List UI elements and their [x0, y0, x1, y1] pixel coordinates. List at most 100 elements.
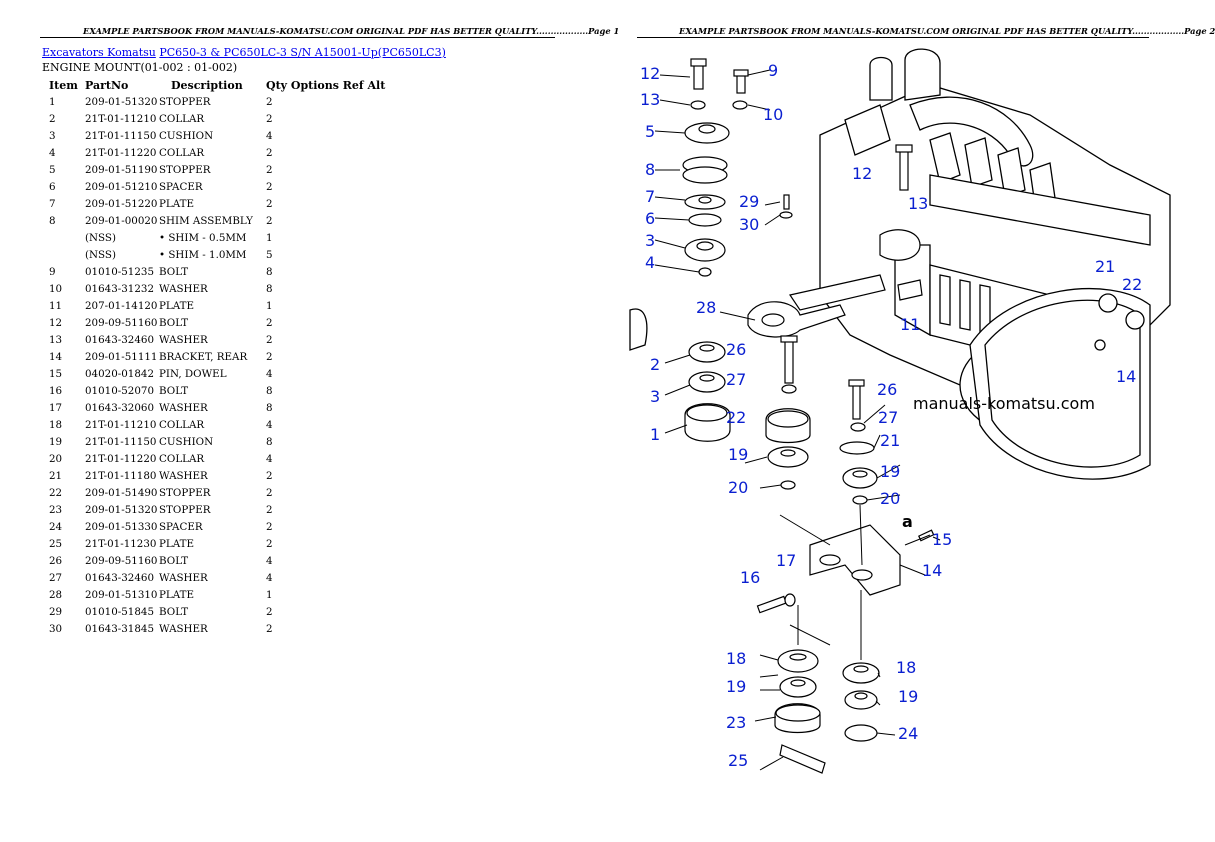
- callout-label: 12: [640, 64, 660, 83]
- cell-item: 17: [49, 401, 63, 414]
- cell-description: • SHIM - 0.5MM: [159, 231, 247, 244]
- callout-label: 3: [645, 231, 655, 250]
- cell-item: 4: [49, 146, 56, 159]
- callout-label: 13: [640, 90, 660, 109]
- callout-labels: 12 9 13 10 5 8 7 6 3 4 28 2 3 1 26 27 22…: [640, 61, 1142, 770]
- callout-label: 19: [726, 677, 746, 696]
- cell-partno: 209-01-51220: [85, 197, 158, 210]
- breadcrumb-link-model[interactable]: PC650-3 & PC650LC-3 S/N A15001-Up(PC650L…: [159, 46, 446, 59]
- column-header-item: Item: [49, 78, 78, 92]
- cell-description: CUSHION: [159, 129, 214, 142]
- callout-label: 20: [728, 478, 748, 497]
- callout-label: 28: [696, 298, 716, 317]
- cell-item: 16: [49, 384, 63, 397]
- callout-label: 27: [878, 408, 898, 427]
- cell-partno: 209-01-51111: [85, 350, 158, 363]
- cell-qty: 2: [266, 146, 273, 159]
- cell-partno: 209-09-51160: [85, 316, 158, 329]
- cell-partno: 01643-32060: [85, 401, 154, 414]
- cell-description: STOPPER: [159, 503, 211, 516]
- cell-partno: 01643-31845: [85, 622, 154, 635]
- cell-item: 15: [49, 367, 63, 380]
- cell-partno: 209-01-51210: [85, 180, 158, 193]
- cell-qty: 4: [266, 418, 273, 431]
- cell-qty: 2: [266, 520, 273, 533]
- cell-qty: 1: [266, 299, 273, 312]
- cell-item: 10: [49, 282, 63, 295]
- exploded-parts-diagram: 12 9 13 10 5 8 7 6 3 4 28 2 3 1 26 27 22…: [629, 48, 1171, 774]
- cell-partno: 209-01-51320: [85, 503, 158, 516]
- cell-partno: 21T-01-11150: [85, 129, 157, 142]
- cell-partno: 209-01-51320: [85, 95, 158, 108]
- cell-partno: (NSS): [85, 231, 116, 244]
- callout-label: 20: [880, 489, 900, 508]
- page-header-right: EXAMPLE PARTSBOOK FROM MANUALS-KOMATSU.C…: [679, 26, 1215, 36]
- callout-label: 17: [776, 551, 796, 570]
- cell-qty: 2: [266, 197, 273, 210]
- cell-partno: 209-01-00020: [85, 214, 158, 227]
- callout-label: 19: [880, 462, 900, 481]
- cell-partno: 04020-01842: [85, 367, 154, 380]
- callout-label: 22: [726, 408, 746, 427]
- cell-description: WASHER: [159, 571, 208, 584]
- cell-qty: 8: [266, 384, 273, 397]
- cell-description: BOLT: [159, 554, 189, 567]
- breadcrumb: Excavators Komatsu PC650-3 & PC650LC-3 S…: [42, 46, 446, 59]
- cell-qty: 2: [266, 214, 273, 227]
- callout-label: 19: [728, 445, 748, 464]
- cell-item: 13: [49, 333, 63, 346]
- cell-item: 29: [49, 605, 63, 618]
- header-rule-left: [40, 37, 555, 38]
- cell-partno: 21T-01-11210: [85, 418, 157, 431]
- cell-qty: 2: [266, 605, 273, 618]
- cell-item: 22: [49, 486, 63, 499]
- cell-description: COLLAR: [159, 112, 205, 125]
- callout-label: 23: [726, 713, 746, 732]
- cell-item: 12: [49, 316, 63, 329]
- cell-description: SPACER: [159, 180, 203, 193]
- callout-label: 19: [898, 687, 918, 706]
- cell-partno: 01643-32460: [85, 333, 154, 346]
- cell-qty: 2: [266, 503, 273, 516]
- cell-qty: 2: [266, 537, 273, 550]
- cell-partno: 01010-51845: [85, 605, 154, 618]
- cell-description: BOLT: [159, 384, 189, 397]
- cell-description: PIN, DOWEL: [159, 367, 227, 380]
- cell-item: [42, 246, 85, 263]
- cell-description: • SHIM - 1.0MM: [159, 248, 247, 261]
- breadcrumb-link-category[interactable]: Excavators Komatsu: [42, 46, 156, 59]
- cell-qty: 8: [266, 435, 273, 448]
- callout-label: 25: [728, 751, 748, 770]
- cell-partno: 209-01-51190: [85, 163, 158, 176]
- cell-partno: 01643-32460: [85, 571, 154, 584]
- cell-qty: 2: [266, 486, 273, 499]
- cell-partno: 21T-01-11210: [85, 112, 157, 125]
- cell-item: 18: [49, 418, 63, 431]
- cell-item: 3: [49, 129, 56, 142]
- callout-label: 10: [763, 105, 783, 124]
- callout-label: 9: [768, 61, 778, 80]
- callout-label: 21: [1095, 257, 1115, 276]
- cell-partno: 21T-01-11150: [85, 435, 157, 448]
- callout-label: 11: [900, 315, 920, 334]
- cell-partno: 21T-01-11220: [85, 452, 157, 465]
- cell-item: 8: [49, 214, 56, 227]
- cell-item: 14: [49, 350, 63, 363]
